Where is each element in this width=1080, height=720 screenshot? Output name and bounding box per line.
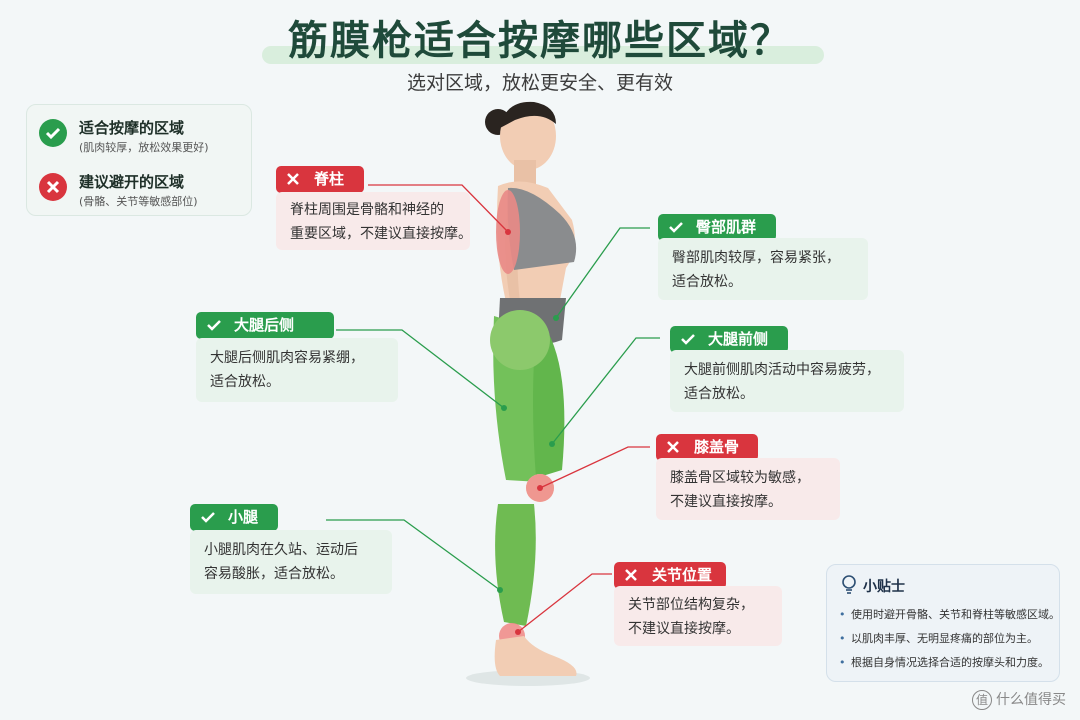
cross-icon <box>667 441 679 453</box>
check-icon <box>39 119 67 147</box>
tag-kneecap: 膝盖骨 <box>656 434 758 461</box>
legend-panel: 适合按摩的区域 (肌肉较厚，放松效果更好) 建议避开的区域 (骨骼、关节等敏感部… <box>26 104 252 216</box>
line-calf <box>326 519 501 591</box>
dot-calf <box>497 587 503 593</box>
tag-calf: 小腿 <box>190 504 278 531</box>
legend-avoid-note: (骨骼、关节等敏感部位) <box>79 195 198 208</box>
lightbulb-icon <box>842 575 856 594</box>
dot-quads <box>549 441 555 447</box>
cross-icon <box>39 173 67 201</box>
tips-item: 根据自身情况选择合适的按摩头和力度。 <box>839 651 1060 675</box>
line-joints <box>517 573 612 633</box>
watermark-badge: 值 <box>972 690 992 710</box>
page-title: 筋膜枪适合按摩哪些区域？ <box>288 18 792 64</box>
tag-spine: 脊柱 <box>276 166 364 193</box>
foot <box>494 636 577 676</box>
tag-glutes: 臀部肌群 <box>658 214 776 241</box>
desc-hamstrings: 大腿后侧肌肉容易紧绷， 适合放松。 <box>196 338 398 402</box>
check-icon <box>669 222 683 233</box>
hair <box>500 101 556 128</box>
watermark-text: 什么值得买 <box>996 692 1066 708</box>
line-glutes <box>555 227 650 319</box>
tips-item: 使用时避开骨骼、关节和脊柱等敏感区域。 <box>839 603 1060 627</box>
tag-joints: 关节位置 <box>614 562 726 589</box>
desc-joints: 关节部位结构复杂， 不建议直接按摩。 <box>614 586 782 646</box>
desc-kneecap: 膝盖骨区域较为敏感， 不建议直接按摩。 <box>656 458 840 520</box>
title-underline <box>262 46 824 64</box>
calf-muscle <box>495 504 536 626</box>
dot-hamstrings <box>501 405 507 411</box>
title-wrap: 筋膜枪适合按摩哪些区域？ <box>0 8 1080 66</box>
legend-suitable-note: (肌肉较厚，放松效果更好) <box>79 141 209 154</box>
desc-calf: 小腿肌肉在久站、运动后 容易酸胀，适合放松。 <box>190 530 392 594</box>
dot-glutes <box>553 315 559 321</box>
dot-joints <box>515 629 521 635</box>
tips-item: 以肌肉丰厚、无明显疼痛的部位为主。 <box>839 627 1060 651</box>
tips-title: 小贴士 <box>863 579 905 595</box>
glute-muscle <box>490 310 550 370</box>
check-icon <box>207 320 221 331</box>
line-spine <box>368 184 509 233</box>
check-icon <box>681 334 695 345</box>
dot-kneecap <box>537 485 543 491</box>
page-subtitle: 选对区域，放松更安全、更有效 <box>406 72 673 94</box>
line-kneecap <box>539 446 650 489</box>
line-quads <box>551 337 660 445</box>
tips-panel: 小贴士 使用时避开骨骼、关节和脊柱等敏感区域。 以肌肉丰厚、无明显疼痛的部位为主… <box>826 564 1060 682</box>
tag-quads: 大腿前侧 <box>670 326 788 353</box>
cross-icon <box>287 173 299 185</box>
tag-hamstrings: 大腿后侧 <box>196 312 334 339</box>
watermark: 值什么值得买 <box>972 689 1066 710</box>
desc-spine: 脊柱周围是骨骼和神经的 重要区域，不建议直接按摩。 <box>276 192 472 250</box>
cross-icon <box>625 569 637 581</box>
line-hamstrings <box>336 329 505 409</box>
dot-spine <box>505 229 511 235</box>
legend-avoid-title: 建议避开的区域 <box>79 173 185 191</box>
legend-suitable-title: 适合按摩的区域 <box>79 119 185 137</box>
sports-top <box>507 187 577 270</box>
desc-quads: 大腿前侧肌肉活动中容易疲劳， 适合放松。 <box>670 350 904 412</box>
check-icon <box>201 512 215 523</box>
desc-glutes: 臀部肌肉较厚，容易紧张， 适合放松。 <box>658 238 868 300</box>
tips-list: 使用时避开骨骼、关节和脊柱等敏感区域。 以肌肉丰厚、无明显疼痛的部位为主。 根据… <box>839 603 1060 675</box>
